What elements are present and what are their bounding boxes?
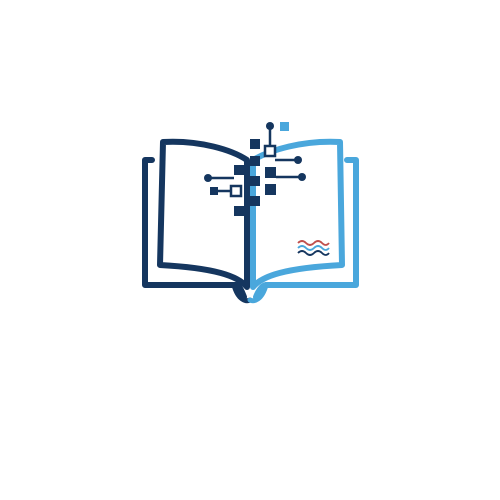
wave-line-blue — [297, 245, 330, 251]
circuit-pixel-cluster — [204, 122, 306, 216]
pixel-square — [250, 196, 260, 206]
wave-line-navy — [297, 250, 330, 256]
book-right-page — [250, 138, 345, 290]
pixel-square — [250, 139, 260, 149]
book-left-page — [157, 138, 250, 290]
wave-line-red — [297, 240, 330, 246]
pixel-square — [210, 187, 218, 195]
pixel-square — [250, 176, 260, 186]
wave-lines-icon — [297, 240, 330, 256]
pixel-square — [250, 156, 260, 166]
circuit-node — [204, 174, 212, 182]
circuit-hollow-square — [229, 184, 243, 198]
book-spine-bottom-right — [247, 282, 269, 304]
book-back-cover-right — [253, 157, 359, 300]
pixel-square — [265, 167, 276, 178]
circuit-node — [266, 122, 274, 130]
circuit-square-sky — [280, 122, 289, 131]
circuit-node — [294, 156, 302, 164]
circuit-node — [298, 173, 306, 181]
book-back-cover-left — [142, 157, 247, 300]
circuit-hollow-square — [263, 144, 277, 158]
pixel-square — [234, 206, 244, 216]
pixel-square — [234, 165, 244, 175]
pixel-square — [265, 184, 276, 195]
